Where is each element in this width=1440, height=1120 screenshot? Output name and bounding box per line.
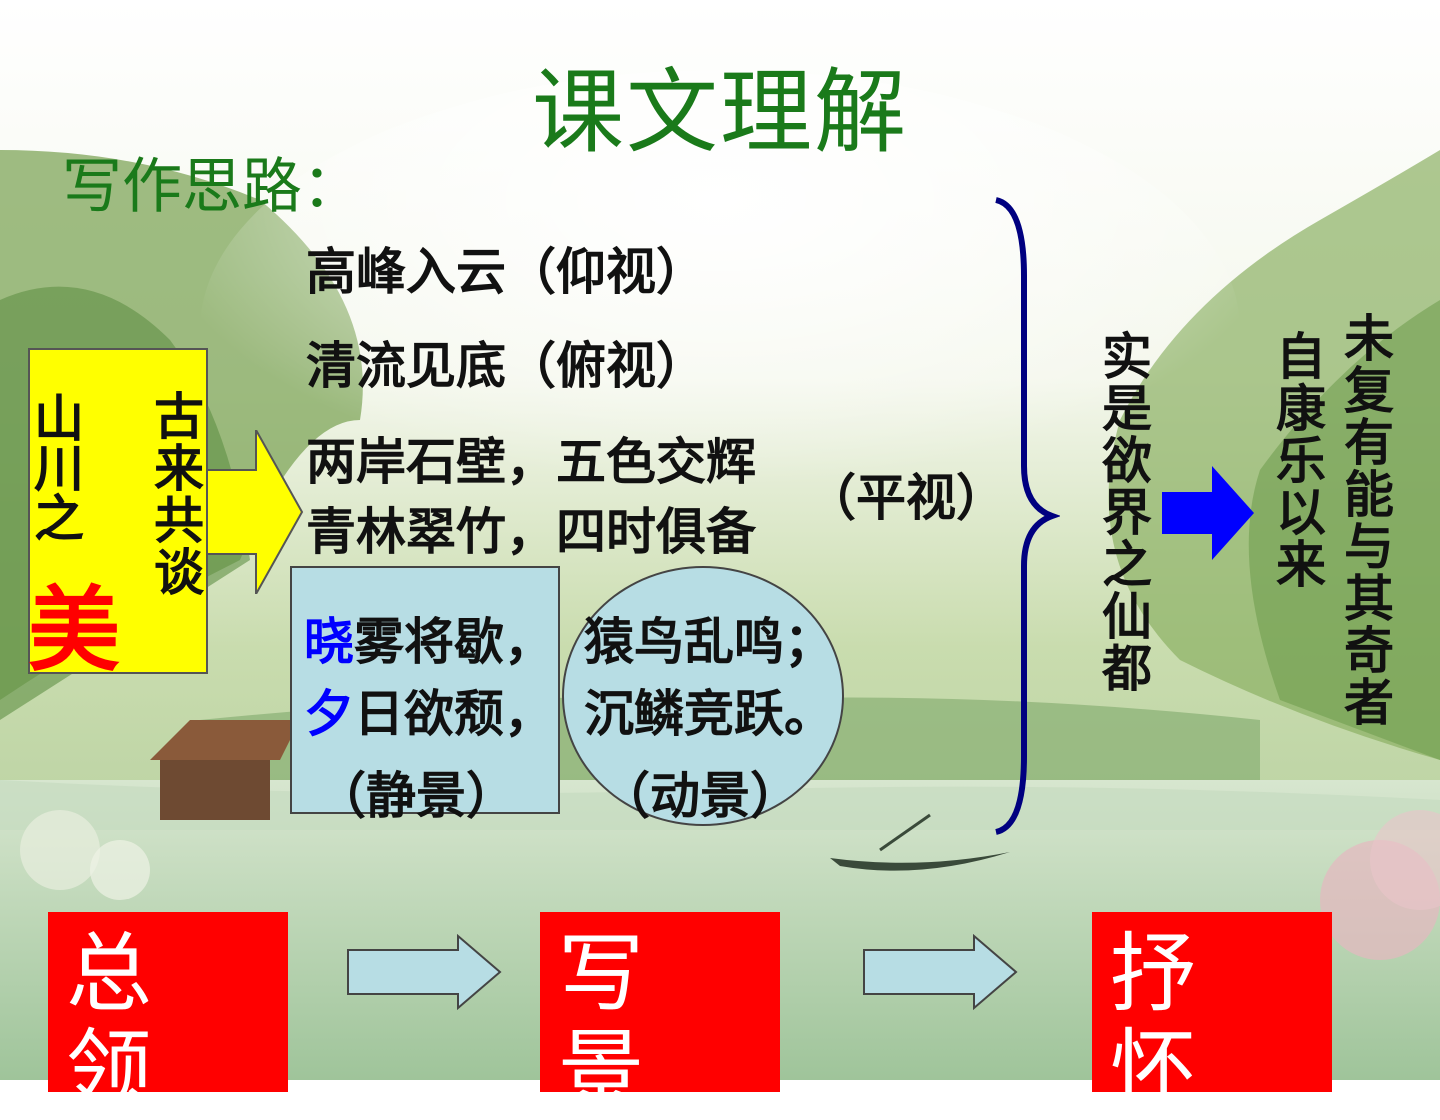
static-line-1: 晓雾将歇， bbox=[304, 602, 554, 674]
scene-line-1: 高峰入云（仰视） bbox=[306, 242, 706, 301]
flow-step-1-text: 总 领 bbox=[66, 924, 152, 1120]
scene-line-2: 清流见底（俯视） bbox=[306, 336, 706, 395]
static-scene-box bbox=[290, 566, 560, 814]
theme-col-right: 古来共谈 bbox=[146, 390, 205, 598]
dynamic-line-2: 沉鳞竞跃。 bbox=[584, 684, 834, 743]
section-subtitle: 写作思路： bbox=[62, 152, 362, 222]
dynamic-scene-circle bbox=[562, 566, 844, 826]
theme-box bbox=[28, 348, 208, 674]
static-line-2-rest: 日欲颓， bbox=[354, 684, 554, 743]
theme-emphasis: 美 bbox=[28, 577, 121, 684]
conclusion-text: 实是欲界之仙都 bbox=[1094, 330, 1153, 694]
scene-line-4: 青林翠竹，四时俱备 bbox=[306, 502, 756, 561]
level-view-label: （平视） bbox=[806, 468, 1006, 527]
flow-step-3: 抒 怀 bbox=[1092, 912, 1332, 1118]
flow-step-1: 总 领 bbox=[48, 912, 288, 1118]
page-title: 课文理解 bbox=[531, 59, 908, 166]
static-line-2: 夕日欲颓， bbox=[304, 674, 554, 746]
flow-arrow-2-icon bbox=[863, 934, 1018, 1010]
dynamic-line-1: 猿鸟乱鸣； bbox=[584, 612, 834, 671]
flow-step-3-text: 抒 怀 bbox=[1110, 924, 1196, 1120]
theme-col-left: 山川之 bbox=[26, 392, 84, 542]
static-line-2-accent: 夕 bbox=[304, 684, 354, 743]
dynamic-label: （动景） bbox=[600, 766, 800, 825]
static-label: （静景） bbox=[316, 766, 516, 825]
flow-step-2: 写 景 bbox=[540, 912, 780, 1118]
yellow-arrow-icon bbox=[200, 430, 304, 594]
flow-arrow-1-icon bbox=[347, 934, 502, 1010]
emotion-col-right: 未复有能与其奇者 bbox=[1336, 312, 1395, 728]
emotion-col-left: 自康乐以来 bbox=[1268, 330, 1327, 590]
blue-arrow-icon bbox=[1162, 466, 1254, 560]
theme-col-left-prefix: 山川之 bbox=[26, 392, 84, 542]
flow-step-2-text: 写 景 bbox=[558, 924, 644, 1120]
right-brace-icon bbox=[995, 197, 1060, 835]
static-line-1-accent: 晓 bbox=[304, 612, 354, 671]
scene-line-3: 两岸石壁，五色交辉 bbox=[306, 432, 756, 491]
static-line-1-rest: 雾将歇， bbox=[354, 612, 554, 671]
